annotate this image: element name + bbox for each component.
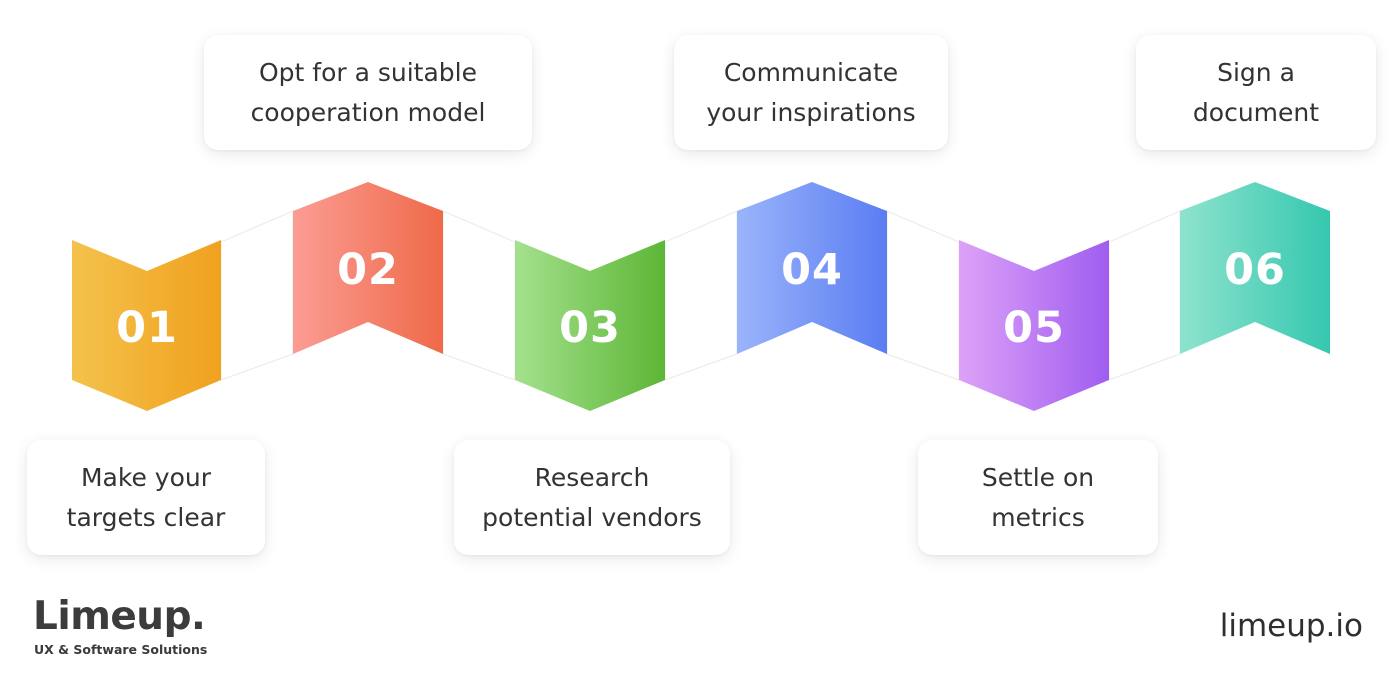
step-label-card: Research potential vendors xyxy=(454,440,730,555)
step-label-line: metrics xyxy=(991,502,1085,532)
connector-band xyxy=(1108,210,1181,381)
step-label-line: your inspirations xyxy=(706,97,916,127)
step-label-line: document xyxy=(1192,97,1320,127)
step-label-card: Opt for a suitable cooperation model xyxy=(204,35,532,150)
step-label-line: potential vendors xyxy=(482,502,702,532)
step-label-line: Opt for a suitable xyxy=(258,57,478,87)
step-label-line: Make your xyxy=(80,462,212,492)
step-label-card: Make your targets clear xyxy=(27,440,265,555)
step-01-chevron xyxy=(72,240,221,411)
step-label-line: Research xyxy=(534,462,650,492)
step-label-line: cooperation model xyxy=(250,97,486,127)
step-04-chevron xyxy=(737,182,887,354)
step-number: 05 xyxy=(1003,303,1065,353)
step-label-card: Settle on metrics xyxy=(918,440,1158,555)
step-number: 06 xyxy=(1224,245,1286,295)
connector-band xyxy=(886,210,960,381)
connector-band xyxy=(220,210,294,381)
connector-band xyxy=(442,210,516,381)
step-label-card: Sign a document xyxy=(1136,35,1376,150)
step-02-chevron xyxy=(293,182,443,354)
step-05-chevron xyxy=(959,240,1109,411)
brand-tagline: UX & Software Solutions xyxy=(34,642,208,657)
website-link[interactable]: limeup.io xyxy=(1219,608,1363,644)
step-number: 04 xyxy=(781,245,843,295)
step-number: 03 xyxy=(559,303,621,353)
step-06-chevron xyxy=(1180,182,1330,354)
connector-band xyxy=(664,210,738,381)
step-03-chevron xyxy=(515,240,665,411)
step-number: 01 xyxy=(116,303,178,353)
step-label-line: Sign a xyxy=(1217,57,1295,87)
brand-logo: Limeup. xyxy=(33,594,206,639)
step-label-line: Communicate xyxy=(723,57,899,87)
step-label-line: targets clear xyxy=(66,502,226,532)
step-label-line: Settle on xyxy=(981,462,1095,492)
step-label-card: Communicate your inspirations xyxy=(674,35,948,150)
step-number: 02 xyxy=(337,245,399,295)
